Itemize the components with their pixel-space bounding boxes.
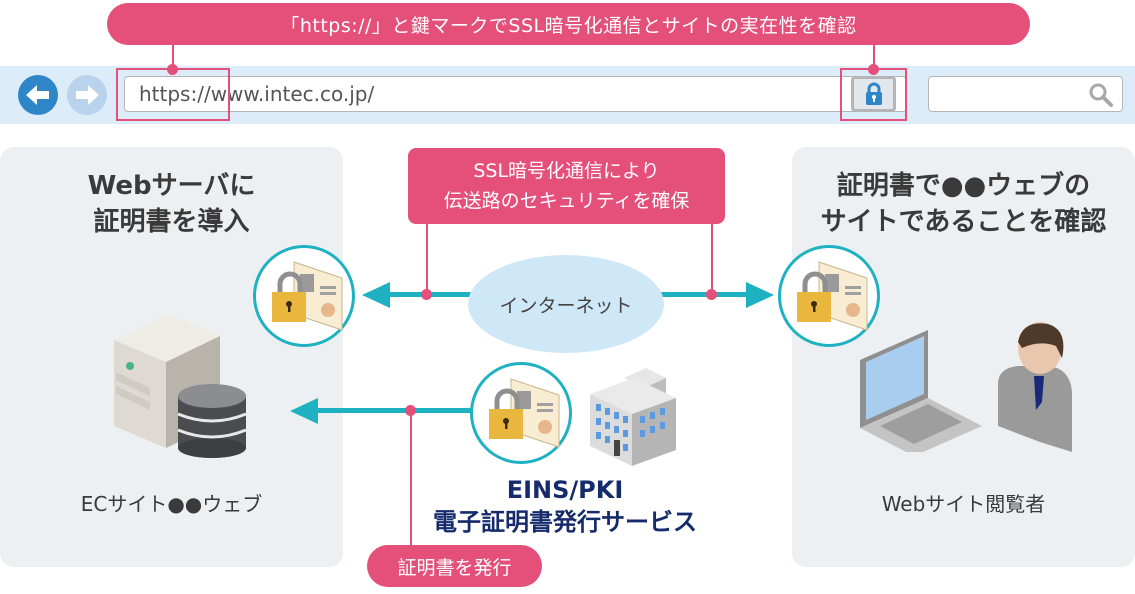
search-icon[interactable] (1088, 82, 1114, 108)
server-icon (114, 314, 247, 458)
issue-line (310, 408, 480, 413)
arrow-left-icon (362, 282, 390, 308)
connector-line (873, 45, 875, 69)
back-button[interactable] (18, 75, 58, 115)
viewer-illustration (860, 322, 1072, 452)
internet-cloud: インターネット (468, 255, 664, 353)
arrow-left-icon (290, 398, 318, 424)
ssl-callout: SSL暗号化通信により 伝送路のセキュリティを確保 (408, 148, 725, 224)
connector-line (410, 410, 412, 546)
connector-line (426, 224, 428, 294)
database-icon (177, 384, 247, 458)
certificate-lock-icon (489, 378, 560, 448)
ssl-callout-line2: 伝送路のセキュリティを確保 (443, 190, 690, 212)
https-highlight (116, 68, 230, 121)
certificate-lock-icon (272, 261, 343, 331)
title-line: 証明書を導入 (93, 207, 250, 237)
title-line: サイトであることを確認 (820, 207, 1107, 237)
issuer-service-name: EINS/PKI 電子証明書発行サービス (400, 474, 730, 538)
connector-dot (167, 64, 178, 75)
lock-highlight (840, 68, 907, 121)
issuer-name-line2: 電子証明書発行サービス (433, 508, 697, 536)
ssl-lock-button[interactable] (851, 76, 896, 112)
connector-dot (421, 289, 432, 300)
server-panel-title: Webサーバに 証明書を導入 (0, 168, 343, 240)
address-bar[interactable]: https://www.intec.co.jp/ (124, 76, 907, 112)
title-line: 証明書で●●ウェブの (836, 171, 1091, 201)
search-input[interactable] (928, 76, 1123, 112)
connector-dot (706, 289, 717, 300)
building-icon (590, 368, 676, 466)
connector-dot (405, 405, 416, 416)
certificate-badge-viewer (778, 245, 880, 347)
top-callout: 「https://」と鍵マークでSSL暗号化通信とサイトの実在性を確認 (107, 3, 1030, 45)
top-callout-text: 「https://」と鍵マークでSSL暗号化通信とサイトの実在性を確認 (280, 14, 857, 37)
certificate-badge-issuer (470, 362, 572, 464)
arrow-left-icon (26, 85, 49, 105)
arrow-right-icon (746, 282, 774, 308)
server-label: ECサイト●●ウェブ (80, 492, 263, 516)
ssl-callout-line1: SSL暗号化通信により (473, 160, 660, 182)
certificate-badge-server (253, 245, 355, 347)
issuer-name-line1: EINS/PKI (506, 476, 624, 504)
viewer-panel (792, 147, 1135, 567)
certificate-lock-icon (797, 261, 868, 331)
internet-label: インターネット (499, 294, 633, 317)
connector-line (172, 45, 174, 69)
viewer-panel-title: 証明書で●●ウェブの サイトであることを確認 (792, 168, 1135, 240)
laptop-icon (860, 330, 982, 452)
title-line: Webサーバに (87, 171, 256, 201)
person-icon (998, 322, 1072, 452)
issue-callout: 証明書を発行 (367, 545, 542, 587)
forward-button[interactable] (67, 75, 107, 115)
issue-callout-text: 証明書を発行 (397, 556, 512, 579)
url-text: https://www.intec.co.jp/ (139, 82, 375, 106)
connector-line (711, 224, 713, 294)
viewer-label: Webサイト閲覧者 (881, 492, 1046, 516)
arrow-right-icon (76, 85, 99, 105)
connector-dot (868, 64, 879, 75)
lock-icon (865, 82, 882, 105)
